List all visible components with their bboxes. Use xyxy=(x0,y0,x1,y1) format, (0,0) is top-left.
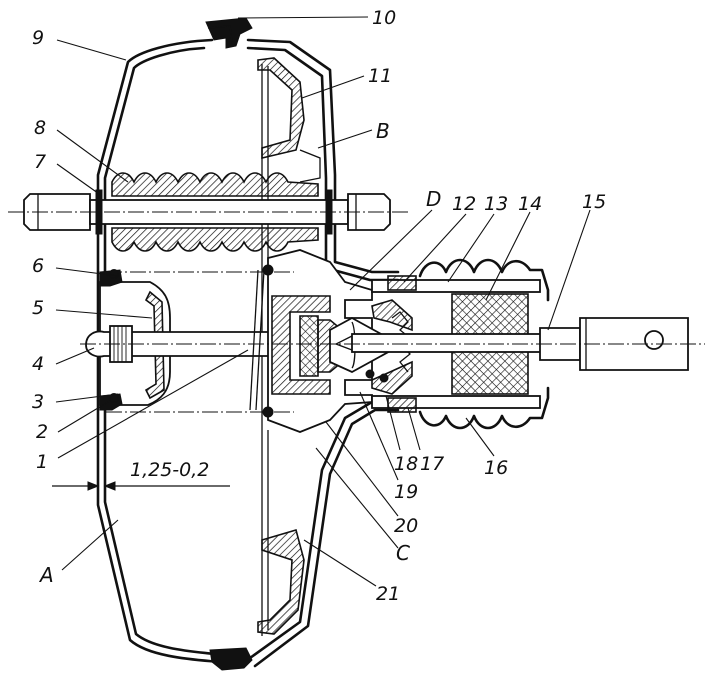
label-chamber-c: C xyxy=(396,541,410,565)
guide-tube-bellows xyxy=(111,172,319,252)
label-13: 13 xyxy=(484,193,508,215)
label-9: 9 xyxy=(32,27,44,49)
label-chamber-d: D xyxy=(426,187,441,211)
callout-labels: 9 10 11 B 8 7 D 12 13 14 15 6 5 4 3 2 1 … xyxy=(32,7,606,605)
label-5: 5 xyxy=(32,297,44,319)
input-pushrod xyxy=(334,317,689,371)
label-10: 10 xyxy=(372,7,396,29)
center-axis xyxy=(8,211,705,413)
leader-lines xyxy=(55,16,591,587)
label-20: 20 xyxy=(394,515,418,537)
label-8: 8 xyxy=(34,117,46,139)
label-chamber-a: A xyxy=(38,563,54,587)
label-18: 18 xyxy=(394,453,418,475)
label-3: 3 xyxy=(32,391,44,413)
label-16: 16 xyxy=(484,457,508,479)
dimension-label: 1,25-0,2 xyxy=(130,459,209,481)
label-7: 7 xyxy=(34,151,46,173)
housing-clamp-rim xyxy=(205,17,253,671)
label-15: 15 xyxy=(582,191,606,213)
label-chamber-b: B xyxy=(376,119,390,143)
label-19: 19 xyxy=(394,481,418,503)
label-17: 17 xyxy=(420,453,444,475)
label-21: 21 xyxy=(376,583,400,605)
dimension-wall-thickness xyxy=(52,481,230,491)
label-1: 1 xyxy=(36,451,48,473)
label-12: 12 xyxy=(452,193,476,215)
protective-boot xyxy=(418,258,550,430)
label-4: 4 xyxy=(32,353,44,375)
label-14: 14 xyxy=(518,193,542,215)
label-6: 6 xyxy=(32,255,44,277)
label-11: 11 xyxy=(368,65,392,87)
label-2: 2 xyxy=(36,421,48,443)
valve-housing-tube xyxy=(371,275,541,413)
